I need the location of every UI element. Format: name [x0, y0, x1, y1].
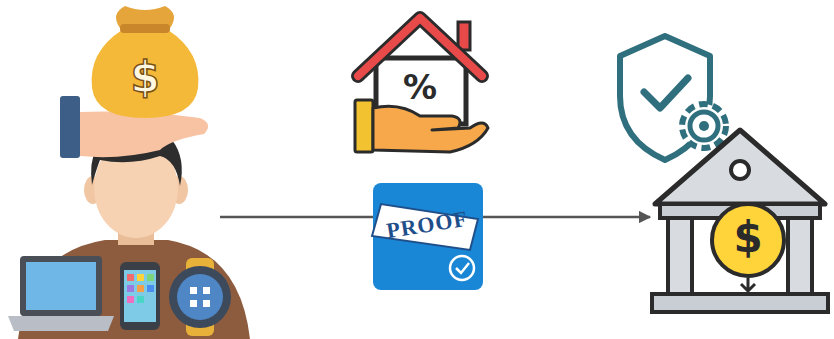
flow-connector	[483, 216, 650, 219]
symbol-label: %	[398, 68, 442, 107]
bank-building	[652, 130, 828, 312]
phone-icon	[120, 262, 160, 330]
proof-app-icon	[372, 183, 483, 290]
security-shield	[620, 36, 726, 160]
house-loan-icon	[355, 18, 488, 152]
flow-connector	[220, 216, 373, 219]
icon-node: PROOF	[373, 183, 483, 290]
hand-money-bag	[60, 6, 208, 158]
laptop-icon	[8, 256, 114, 331]
person-figure	[18, 128, 250, 339]
icon-node: $	[650, 125, 830, 315]
node-text: $	[722, 214, 774, 262]
node-text: PROOF	[376, 204, 479, 244]
icon-node: $	[0, 0, 220, 339]
watch-icon	[169, 258, 231, 336]
node-text: $	[118, 54, 172, 102]
